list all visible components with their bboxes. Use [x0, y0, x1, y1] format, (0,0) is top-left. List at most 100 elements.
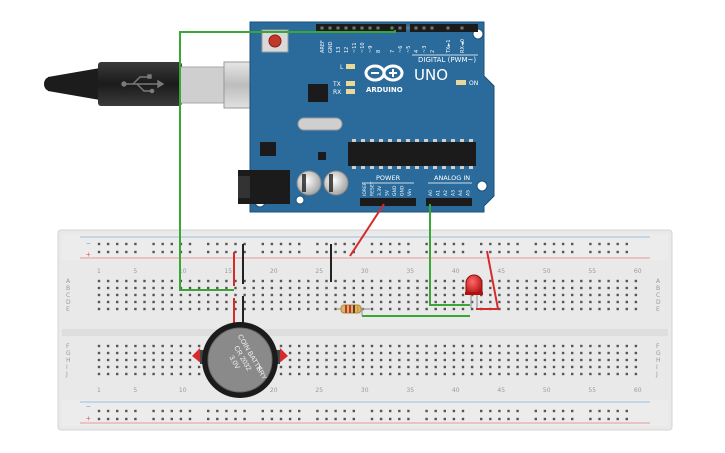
breadboard-hole[interactable] — [325, 351, 328, 355]
breadboard-hole[interactable] — [561, 351, 565, 355]
breadboard-hole[interactable] — [179, 351, 183, 355]
breadboard-hole[interactable] — [334, 293, 337, 297]
breadboard-hole[interactable] — [116, 417, 119, 421]
breadboard-hole[interactable] — [543, 307, 547, 311]
breadboard-hole[interactable] — [416, 358, 419, 362]
breadboard-hole[interactable] — [307, 365, 310, 369]
breadboard-hole[interactable] — [298, 242, 301, 246]
breadboard-hole[interactable] — [498, 351, 501, 355]
breadboard-hole[interactable] — [125, 293, 128, 297]
breadboard-hole[interactable] — [443, 293, 446, 297]
breadboard-hole[interactable] — [97, 417, 101, 421]
breadboard-hole[interactable] — [234, 409, 237, 413]
breadboard-hole[interactable] — [461, 307, 465, 311]
breadboard-hole[interactable] — [425, 417, 428, 421]
breadboard-hole[interactable] — [516, 286, 519, 290]
breadboard-hole[interactable] — [225, 300, 228, 304]
breadboard-hole[interactable] — [561, 417, 565, 421]
breadboard-hole[interactable] — [489, 242, 492, 246]
breadboard-hole[interactable] — [498, 279, 501, 283]
breadboard-hole[interactable] — [234, 286, 237, 290]
breadboard-hole[interactable] — [143, 351, 146, 355]
breadboard-hole[interactable] — [452, 293, 456, 297]
breadboard-hole[interactable] — [325, 409, 328, 413]
breadboard-hole[interactable] — [343, 293, 346, 297]
breadboard-hole[interactable] — [216, 307, 219, 311]
power-header[interactable] — [360, 198, 416, 206]
breadboard-hole[interactable] — [552, 409, 556, 413]
breadboard-hole[interactable] — [625, 300, 628, 304]
breadboard-hole[interactable] — [561, 358, 565, 362]
breadboard-hole[interactable] — [561, 409, 565, 413]
breadboard-hole[interactable] — [316, 307, 319, 311]
breadboard-hole[interactable] — [188, 279, 192, 283]
breadboard-hole[interactable] — [143, 372, 146, 376]
breadboard-hole[interactable] — [261, 293, 264, 297]
breadboard-hole[interactable] — [361, 351, 365, 355]
breadboard-hole[interactable] — [452, 242, 456, 246]
breadboard-hole[interactable] — [452, 286, 456, 290]
breadboard-hole[interactable] — [379, 372, 383, 376]
breadboard-hole[interactable] — [489, 358, 492, 362]
breadboard-hole[interactable] — [389, 372, 392, 376]
breadboard-hole[interactable] — [407, 300, 410, 304]
breadboard-hole[interactable] — [616, 344, 619, 348]
breadboard-hole[interactable] — [461, 372, 465, 376]
breadboard-hole[interactable] — [134, 417, 137, 421]
breadboard-hole[interactable] — [434, 300, 437, 304]
breadboard-hole[interactable] — [161, 293, 164, 297]
breadboard-hole[interactable] — [316, 293, 319, 297]
breadboard[interactable]: − + − + 11551010151520202525303035354040… — [57, 229, 673, 431]
breadboard-hole[interactable] — [334, 250, 337, 254]
breadboard-hole[interactable] — [425, 279, 428, 283]
header-pin[interactable] — [460, 26, 464, 30]
breadboard-hole[interactable] — [343, 344, 346, 348]
breadboard-hole[interactable] — [425, 344, 428, 348]
breadboard-hole[interactable] — [480, 242, 483, 246]
breadboard-hole[interactable] — [370, 351, 374, 355]
breadboard-hole[interactable] — [279, 250, 283, 254]
breadboard-hole[interactable] — [307, 293, 310, 297]
breadboard-hole[interactable] — [116, 344, 119, 348]
breadboard-hole[interactable] — [170, 351, 173, 355]
breadboard-hole[interactable] — [525, 293, 528, 297]
breadboard-hole[interactable] — [97, 279, 101, 283]
breadboard-hole[interactable] — [379, 344, 383, 348]
breadboard-hole[interactable] — [616, 242, 619, 246]
breadboard-hole[interactable] — [343, 279, 346, 283]
breadboard-hole[interactable] — [352, 286, 355, 290]
breadboard-hole[interactable] — [170, 344, 173, 348]
breadboard-hole[interactable] — [516, 372, 519, 376]
breadboard-hole[interactable] — [207, 300, 210, 304]
breadboard-hole[interactable] — [288, 372, 292, 376]
breadboard-hole[interactable] — [571, 279, 574, 283]
breadboard-hole[interactable] — [116, 365, 119, 369]
breadboard-hole[interactable] — [270, 250, 274, 254]
breadboard-hole[interactable] — [507, 409, 510, 413]
breadboard-hole[interactable] — [398, 293, 401, 297]
breadboard-hole[interactable] — [334, 300, 337, 304]
breadboard-hole[interactable] — [279, 344, 283, 348]
breadboard-hole[interactable] — [616, 358, 619, 362]
breadboard-hole[interactable] — [343, 286, 346, 290]
breadboard-hole[interactable] — [106, 365, 110, 369]
breadboard-hole[interactable] — [616, 279, 619, 283]
breadboard-hole[interactable] — [179, 293, 183, 297]
breadboard-hole[interactable] — [607, 409, 610, 413]
breadboard-hole[interactable] — [288, 409, 292, 413]
breadboard-hole[interactable] — [188, 358, 192, 362]
breadboard-hole[interactable] — [543, 300, 547, 304]
breadboard-hole[interactable] — [498, 242, 501, 246]
analog-header[interactable] — [426, 198, 472, 206]
breadboard-hole[interactable] — [607, 372, 610, 376]
breadboard-hole[interactable] — [625, 365, 628, 369]
breadboard-hole[interactable] — [288, 417, 292, 421]
breadboard-hole[interactable] — [334, 351, 337, 355]
breadboard-hole[interactable] — [243, 242, 246, 246]
breadboard-hole[interactable] — [625, 286, 628, 290]
breadboard-hole[interactable] — [279, 365, 283, 369]
breadboard-hole[interactable] — [407, 365, 410, 369]
breadboard-hole[interactable] — [452, 250, 456, 254]
breadboard-hole[interactable] — [379, 286, 383, 290]
breadboard-hole[interactable] — [525, 372, 528, 376]
